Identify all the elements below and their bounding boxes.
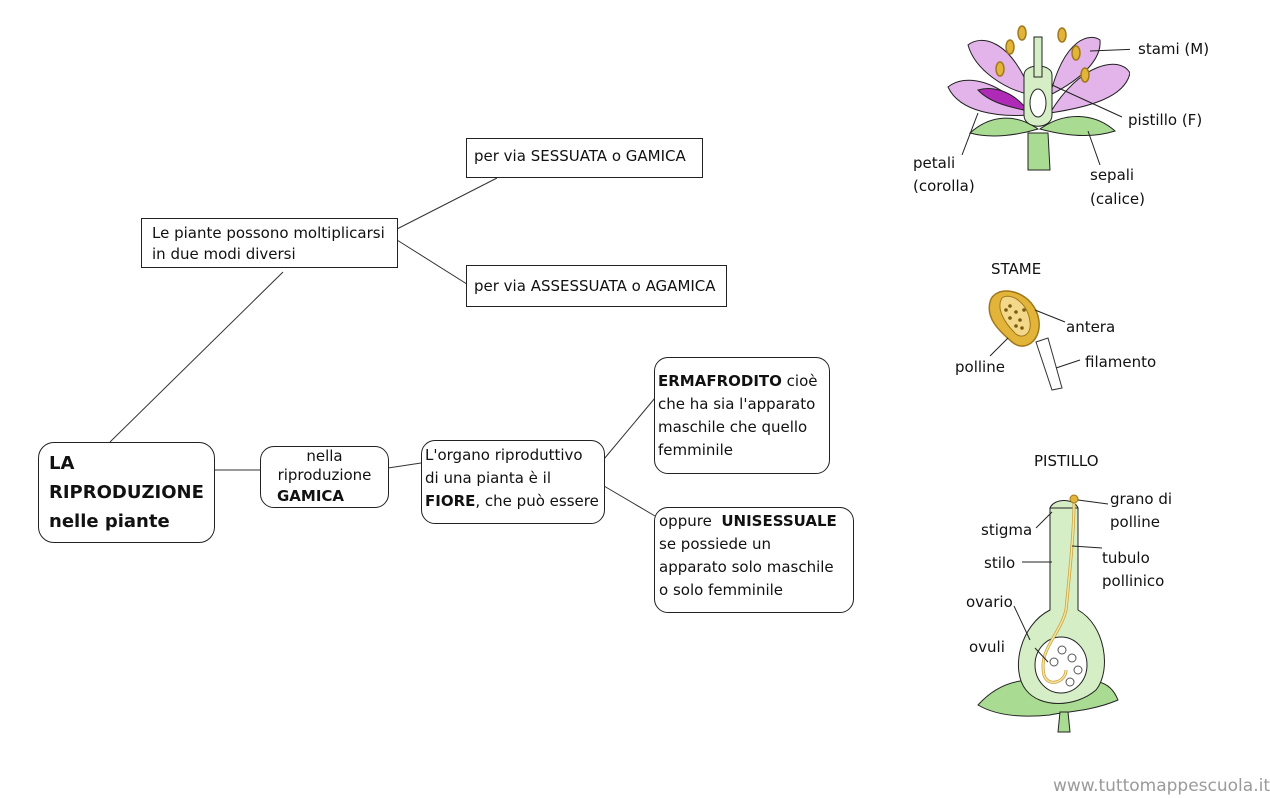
herm-rest: cioè [781,372,818,390]
ovule-2 [1067,653,1077,663]
flower-anther-4 [1057,27,1067,43]
label-ovary: ovario [966,593,1013,611]
tube-leader-line [1071,545,1103,549]
ovules-leader-line [1034,647,1049,663]
label-tube-2: pollinico [1102,572,1165,590]
label-anther: antera [1066,318,1116,336]
modes-box: Le piante possono moltiplicarsi in due m… [141,218,398,268]
main-topic-line2: RIPRODUZIONE [49,482,204,503]
flower-illustration [947,25,1130,171]
label-pollen-grain-1: grano di [1110,490,1173,508]
hermaphrodite-box: ERMAFRODITO cioè che ha sia l'apparato m… [654,357,830,474]
organ-line3: FIORE, che può essere [425,490,601,513]
unisex-bold: UNISESSUALE [721,512,837,530]
label-filament: filamento [1085,353,1157,371]
label-pollen: polline [955,358,1005,376]
ovule-4 [1065,677,1075,687]
connector-organ-unisex [603,485,656,517]
main-topic-line3: nelle piante [49,511,170,532]
label-sepals-1: sepali [1090,166,1135,184]
pistil-stigma [1049,500,1079,509]
watermark: www.tuttomappescuola.it [1052,776,1270,796]
ovule-1 [1057,645,1067,655]
organ-line2: di una pianta è il [425,469,551,487]
flower-ovule [1029,88,1047,118]
label-stigma: stigma [981,521,1033,539]
stigma-leader-line [1035,511,1053,529]
connector-modes-sexual [396,177,498,230]
asexual-text: per via ASSESSUATA o AGAMICA [474,277,716,295]
flower-anther-3 [995,61,1005,77]
label-stamens: stami (M) [1138,40,1210,58]
connector-gamic-organ [387,462,422,469]
gamic-line3: GAMICA [277,487,345,505]
label-petals-2: (corolla) [913,177,975,195]
ovule-3 [1073,665,1083,675]
unisex-line2: se possiede un [659,535,772,553]
gamic-line1: nella [306,447,343,465]
flower-anther-5 [1071,45,1081,61]
flower-stem [1027,132,1051,171]
filament-leader-line [1055,359,1081,369]
stamen-title: STAME [991,260,1042,278]
ovary-leader-line [1013,605,1031,641]
label-pollen-grain-2: polline [1110,513,1160,531]
sexual-box: per via SESSUATA o GAMICA [466,138,703,178]
herm-line2: che ha sia l'apparato [658,395,816,413]
herm-line4: femminile [658,441,733,459]
pistil-title: PISTILLO [1034,452,1099,470]
herm-line3: maschile che quello [658,418,808,436]
flower-anther-1 [1005,39,1015,55]
stamen-leader-line [1089,48,1130,52]
organ-rest: , che può essere [475,492,599,510]
pistil-illustration [977,494,1119,733]
unisex-pre: oppure [659,512,717,530]
label-style: stilo [984,554,1016,572]
modes-line2: in due modi diversi [152,245,296,263]
asexual-box: per via ASSESSUATA o AGAMICA [466,265,727,307]
label-sepals-2: (calice) [1090,190,1145,208]
pollen-leader-line [989,337,1009,357]
flower-style [1033,36,1043,78]
flower-sepal-right [1038,116,1116,136]
unisex-line3: apparato solo maschile [659,558,834,576]
organ-line1: L'organo riproduttivo [425,446,583,464]
pollen-grain-leader-line [1077,499,1109,505]
main-topic-line1: LA [49,453,75,474]
unisexual-box: oppure UNISESSUALE se possiede un appara… [654,507,854,613]
stamen-filament [1035,337,1063,391]
herm-bold: ERMAFRODITO [658,372,782,390]
sepal-leader-line [1087,130,1101,166]
label-pistil: pistillo (F) [1128,111,1203,129]
label-tube-1: tubulo [1102,549,1150,567]
flower-anther-6 [1080,67,1090,83]
label-ovules: ovuli [969,638,1005,656]
sexual-text: per via SESSUATA o GAMICA [474,147,686,165]
label-petals-1: petali [913,154,956,172]
flower-sepal-left [968,117,1040,137]
pistil-leader-line [1051,84,1123,118]
organ-box: L'organo riproduttivo di una pianta è il… [421,440,605,524]
herm-line1: ERMAFRODITO cioè [658,370,826,393]
anther-leader-line [1034,309,1066,323]
unisex-line1: oppure UNISESSUALE [659,510,849,533]
connector-organ-herm [603,397,656,460]
gamic-box: nella riproduzione GAMICA [260,446,389,508]
pistil-stem [1057,711,1071,733]
gamic-line2: riproduzione [277,466,372,484]
pollen-grain [1069,494,1079,504]
petal-leader-line [961,112,979,156]
unisex-line4: o solo femminile [659,581,784,599]
main-topic-box: LA RIPRODUZIONE nelle piante [38,442,215,543]
stamen-illustration [988,290,1081,391]
organ-bold: FIORE [425,492,476,510]
ovule-5 [1049,657,1059,667]
flower-anther-2 [1017,25,1027,41]
connector-main-modes [109,271,284,443]
modes-line1: Le piante possono moltiplicarsi [152,224,385,242]
